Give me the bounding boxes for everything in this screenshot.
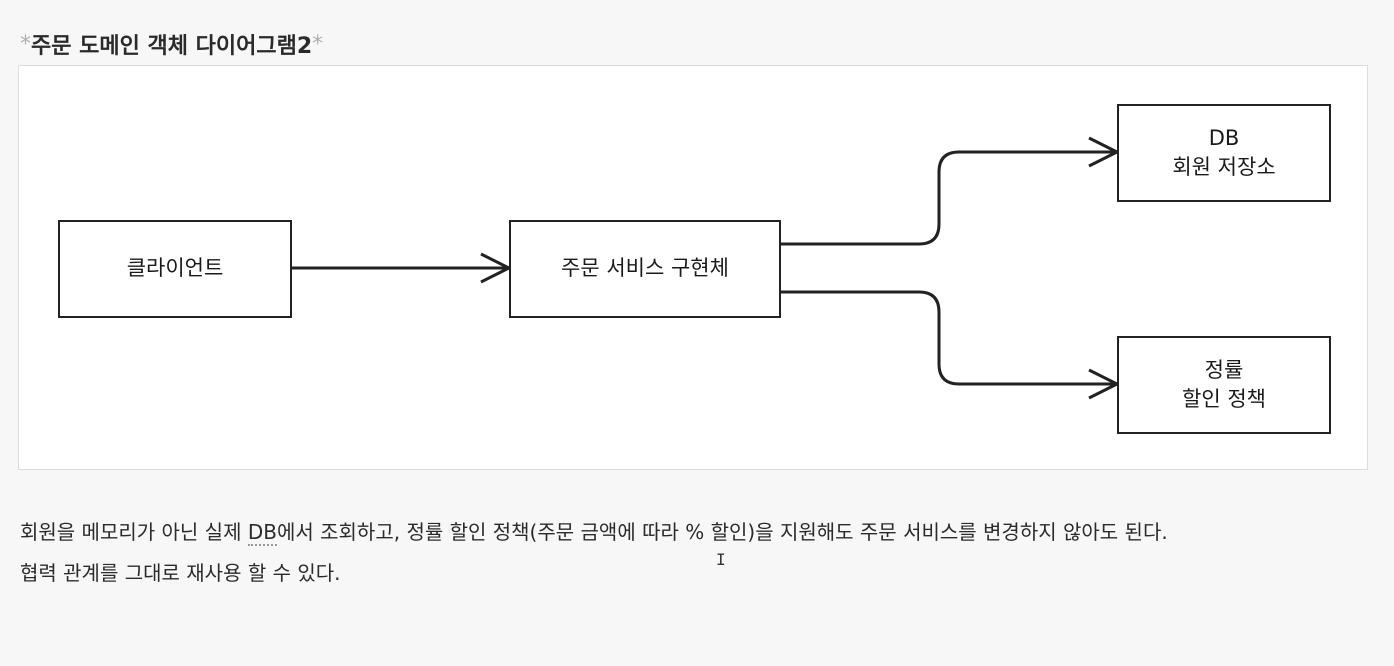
- client-node: 클라이언트: [58, 220, 292, 318]
- db-repository-node-label-line2: 회원 저장소: [1172, 155, 1276, 179]
- page-title-text: 주문 도메인 객체 다이어그램2: [31, 34, 313, 59]
- page-title: * 주문 도메인 객체 다이어그램2 *: [20, 24, 323, 64]
- diagram-frame: 클라이언트 주문 서비스 구현체 DB 회원 저장소 정률 할인 정책: [18, 65, 1368, 470]
- paragraph-1-part-2: 에서 조회하고, 정률 할인 정책(주문 금액에 따라 % 할인)을 지원해도 …: [276, 520, 1168, 544]
- arrow-order-service-to-db-repo: [779, 150, 1117, 246]
- discount-policy-node: 정률 할인 정책: [1117, 336, 1331, 434]
- emphasis-marker-left: *: [20, 31, 31, 57]
- arrow-order-service-to-discount: [779, 290, 1117, 386]
- db-repository-node-label-line1: DB: [1208, 125, 1240, 150]
- paragraph-1-part-1: 회원을 메모리가 아닌 실제: [20, 520, 248, 544]
- description-paragraph-2: 협력 관계를 그대로 재사용 할 수 있다.: [20, 561, 341, 585]
- discount-policy-node-label-line2: 할인 정책: [1182, 387, 1266, 411]
- discount-policy-node-label-line1: 정률: [1204, 357, 1244, 382]
- order-service-node: 주문 서비스 구현체: [509, 220, 781, 318]
- description-text: 회원을 메모리가 아닌 실제 DB에서 조회하고, 정률 할인 정책(주문 금액…: [20, 518, 1370, 588]
- db-repository-node: DB 회원 저장소: [1117, 104, 1331, 202]
- text-cursor-icon: I: [716, 550, 726, 569]
- description-paragraph-1: 회원을 메모리가 아닌 실제 DB에서 조회하고, 정률 할인 정책(주문 금액…: [20, 518, 1370, 547]
- client-node-label: 클라이언트: [126, 256, 224, 281]
- emphasis-marker-right: *: [312, 31, 324, 57]
- db-term-highlight: DB: [247, 520, 277, 546]
- order-service-node-label: 주문 서비스 구현체: [561, 256, 729, 281]
